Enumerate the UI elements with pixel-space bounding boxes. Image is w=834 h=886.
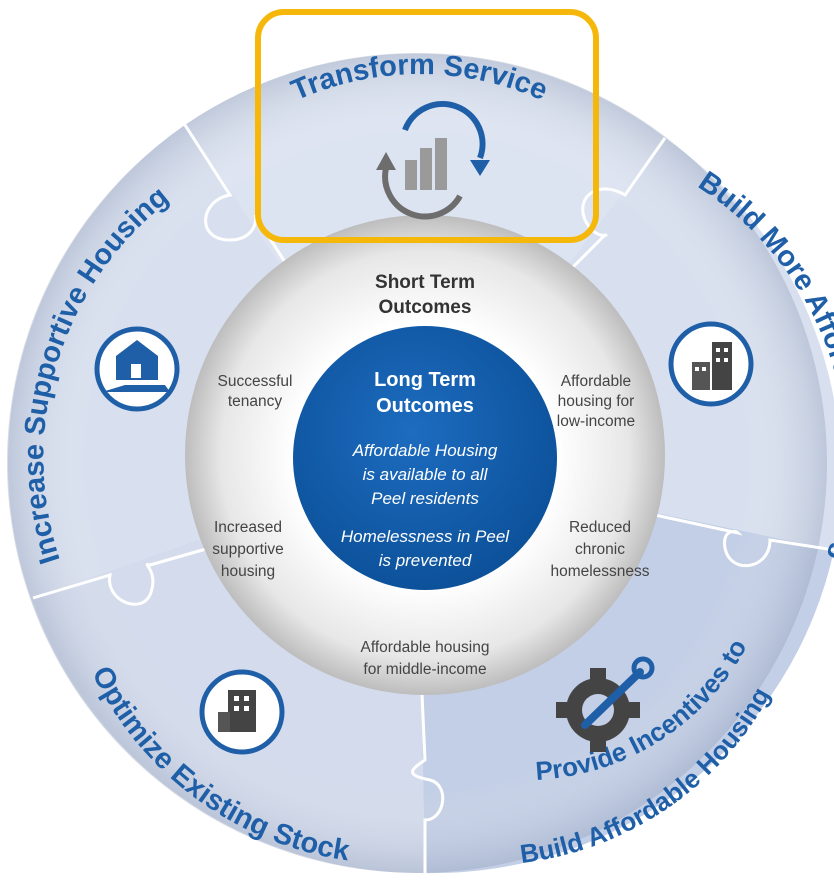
cycle-bar-chart-icon bbox=[376, 100, 490, 220]
outcome-successful-tenancy-2: tenancy bbox=[228, 393, 283, 410]
outcome-affordable-low-3: low-income bbox=[557, 413, 635, 430]
short-term-title-1: Short Term bbox=[375, 272, 475, 293]
outcome-successful-tenancy-1: Successful bbox=[218, 373, 293, 390]
outcome-reduced-chronic-3: homelessness bbox=[550, 563, 649, 580]
long-term-statement1-1: Affordable Housing bbox=[352, 441, 498, 460]
long-term-statement2-1: Homelessness in Peel bbox=[341, 527, 510, 546]
outcome-reduced-chronic-1: Reduced bbox=[569, 519, 631, 536]
outcome-affordable-middle-1: Affordable housing bbox=[361, 639, 490, 656]
long-term-statement2-2: is prevented bbox=[379, 551, 472, 570]
hand-house-icon bbox=[94, 326, 180, 412]
long-term-title-2: Outcomes bbox=[376, 395, 474, 417]
outcome-increased-supportive-2: supportive bbox=[212, 541, 284, 558]
long-term-circle bbox=[293, 326, 557, 590]
outcome-affordable-low-1: Affordable bbox=[561, 373, 631, 390]
highlight-box bbox=[255, 9, 599, 243]
buildings-icon bbox=[668, 321, 754, 407]
outcome-reduced-chronic-2: chronic bbox=[575, 541, 625, 558]
outcome-increased-supportive-3: housing bbox=[221, 563, 275, 580]
puzzle-dividers bbox=[32, 124, 834, 873]
outcome-affordable-low-2: housing for bbox=[558, 393, 635, 410]
long-term-title-1: Long Term bbox=[374, 369, 476, 391]
outcome-affordable-middle-2: for middle-income bbox=[363, 661, 486, 678]
long-term-statement1-3: Peel residents bbox=[371, 489, 479, 508]
gear-wrench-icon bbox=[556, 656, 655, 752]
office-building-icon bbox=[199, 669, 285, 755]
outcome-increased-supportive-1: Increased bbox=[214, 519, 282, 536]
short-term-title-2: Outcomes bbox=[379, 297, 472, 318]
long-term-statement1-2: is available to all bbox=[363, 465, 489, 484]
